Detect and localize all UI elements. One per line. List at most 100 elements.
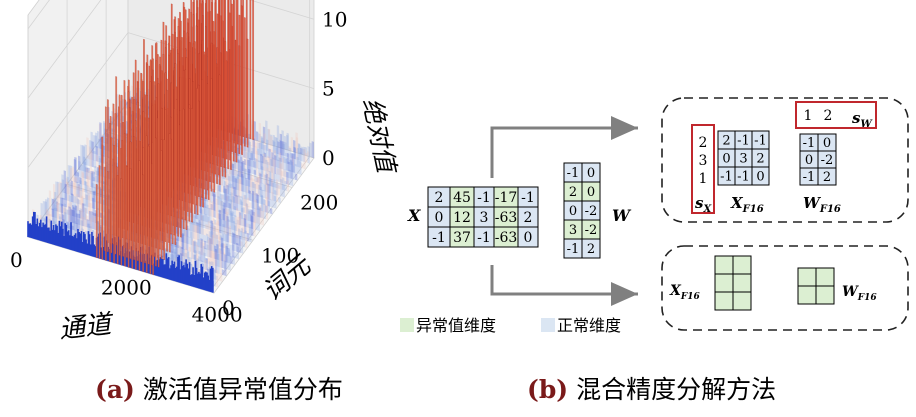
surface-cell [254,180,257,189]
surface-cell [253,183,257,210]
matrix-cell-value: 2 [569,185,577,200]
surface-cell [218,231,221,254]
surface-cell [71,193,74,203]
surface-cell [215,275,218,281]
surface-cell [291,152,294,159]
matrix-cell-value: -1 [803,170,816,185]
surface-cell [267,157,270,180]
surface-cell [93,190,96,196]
surface-cell [204,247,207,257]
surface-cell [271,182,275,208]
outlier-peak [238,45,241,155]
surface-cell [69,181,72,209]
surface-cell [248,157,252,174]
surface-cell [226,208,230,215]
surface-cell [217,213,220,240]
surface-cell [227,183,230,195]
outlier-peak [131,96,134,269]
surface-cell [289,159,293,173]
surface-cell [263,152,267,158]
surface-cell [215,234,219,253]
surface-cell [193,254,196,260]
outlier-peak [193,40,196,215]
caption-b-text: 混合精度分解方法 [576,375,777,404]
surface-cell [48,190,52,210]
surface-cell [226,232,230,250]
surface-cell [203,234,206,243]
surface-cell [307,146,310,164]
outlier-peak [182,108,185,230]
surface-cell [92,197,95,209]
surface-cell [179,235,182,256]
surface-cell [42,200,46,222]
surface-cell [278,197,281,203]
surface-cell [231,211,235,224]
outlier-peak [252,0,254,141]
surface-cell [233,186,236,211]
matrix-cell-value: -1 [477,190,491,206]
surface-cell [77,183,80,198]
surface-cell [89,148,92,174]
surface-cell [248,223,252,236]
surface-cell [84,207,87,228]
surface-cell [244,168,248,180]
surface-cell [282,156,286,170]
surface-cell [256,194,259,218]
sw-value: 1 [804,108,813,124]
outlier-peak [235,0,238,163]
surface-cell [66,176,69,202]
surface-cell [238,211,242,226]
surface-cell [278,152,282,176]
surface-cell [236,207,239,218]
surface-cell [261,137,264,150]
surface-cell [269,134,273,146]
surface-cell [52,198,55,225]
matrix-cell [732,273,752,293]
surface-cell [82,144,85,165]
surface-cell [247,205,250,215]
surface-cell [183,226,186,244]
matrix-cell-value: -1 [737,134,750,149]
surface-cell [170,250,174,261]
outlier-peak [104,106,107,261]
surface-cell [91,141,94,168]
matrix-cell [581,238,601,259]
surface-cell [224,208,228,222]
surface-cell [294,163,297,174]
surface-cell [279,157,282,183]
surface-cell [214,197,218,205]
surface-cell [250,214,253,222]
surface-cell [76,171,79,184]
surface-cell [240,161,243,185]
surface-cell [238,210,241,219]
surface-cell [292,153,295,173]
matrix-cell-value: -63 [495,210,518,226]
surface-cell [205,233,209,244]
surface-cell [226,184,229,208]
surface-cell [89,139,92,167]
surface-cell [271,191,274,201]
surface-cell [62,197,65,207]
surface-cell [263,199,266,220]
surface-cell [200,238,203,263]
surface-cell [198,256,201,262]
surface-cell [223,260,227,270]
surface-cell [51,198,54,211]
surface-cell [259,186,263,198]
surface-cell [220,200,224,227]
surface-cell [274,189,277,209]
outlier-peak [227,0,230,170]
surface-cell [94,165,97,176]
surface-cell [217,195,220,213]
surface-cell [262,144,265,171]
surface-cell [93,213,96,223]
surface-cell [286,134,289,151]
surface-cell [206,204,209,216]
surface-cell [84,180,87,193]
surface-cell [281,141,285,156]
surface-cell [221,194,224,200]
surface-cell [271,152,274,167]
outlier-peak [171,33,174,245]
outlier-peak [138,159,141,272]
